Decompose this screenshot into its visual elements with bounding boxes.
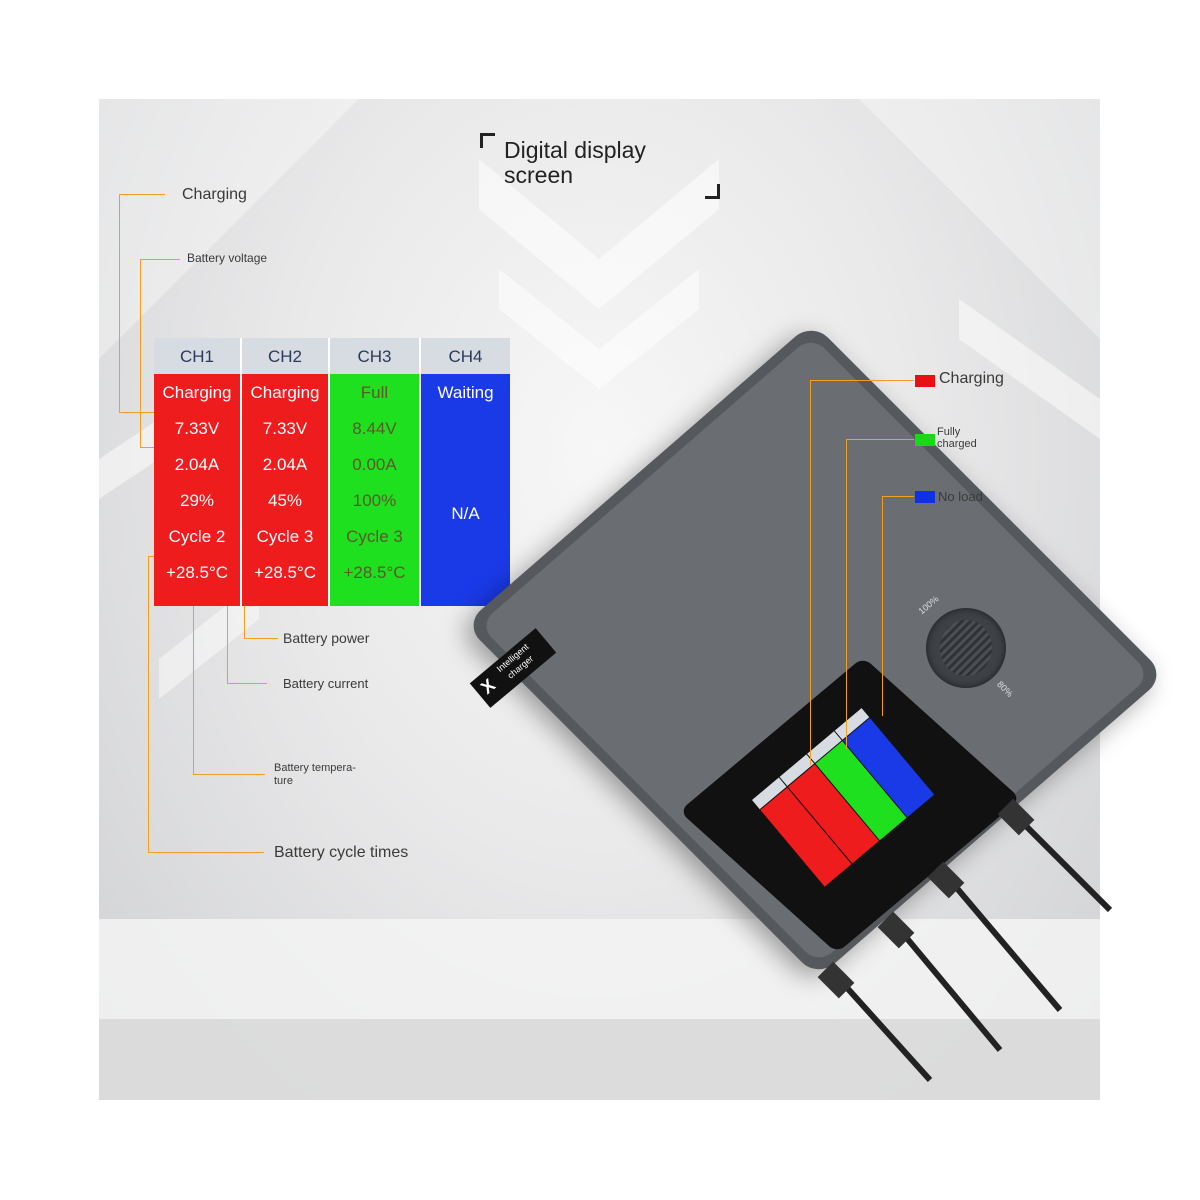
label-battery-current: Battery current (283, 676, 369, 691)
ch2-current: 2.04A (262, 455, 308, 474)
ch1-cycle: Cycle 2 (168, 527, 226, 546)
ch4-status: Waiting (437, 383, 494, 402)
leader-temp-v (193, 598, 194, 774)
ch2-power: 45% (267, 491, 303, 510)
ch3-temperature: +28.5°C (343, 563, 406, 582)
display-table: CH1 CH2 CH3 CH4 Charging 7.33V 2.04A 29%… (154, 338, 510, 606)
header-ch1: CH1 (154, 338, 242, 374)
ch3-current: 0.00A (352, 455, 397, 474)
leader-charging-end (119, 412, 159, 413)
legend-blue-square (915, 491, 935, 503)
ch3-cycle: Cycle 3 (346, 527, 403, 546)
bracket-bottom-right (705, 184, 720, 199)
header-ch2: CH2 (242, 338, 330, 374)
leader-right-charging-h (810, 380, 914, 381)
leader-right-noload-h (882, 496, 914, 497)
mini-header-ch3 (807, 731, 842, 763)
bracket-top-left (480, 133, 495, 148)
ch1-current: 2.04A (174, 455, 220, 474)
ch2-cycle: Cycle 3 (256, 527, 314, 546)
leader-charging-v (119, 194, 120, 412)
title-line-2: screen (504, 162, 574, 188)
leader-cycle-end (148, 852, 264, 853)
mini-col-ch4 (843, 718, 935, 818)
ch3-power: 100% (352, 491, 397, 510)
column-ch1: Charging 7.33V 2.04A 29% Cycle 2 +28.5°C (154, 374, 242, 606)
brand-logo-icon: X (476, 674, 500, 698)
leader-right-full-h (846, 439, 914, 440)
mini-col-ch1 (760, 787, 852, 887)
ch4-value: N/A (451, 504, 480, 523)
ch2-voltage: 7.33V (262, 419, 308, 438)
ch3-voltage: 8.44V (352, 419, 397, 438)
leader-cycle-v (148, 556, 149, 852)
dial-grip-icon (940, 620, 992, 676)
label-battery-power: Battery power (283, 630, 370, 646)
mini-header-ch1 (752, 777, 787, 810)
dial-knob[interactable] (926, 608, 1006, 688)
label-charging: Charging (182, 186, 247, 203)
mini-header-ch2 (779, 754, 815, 787)
legend-charging: Charging (939, 370, 1004, 387)
legend-no-load: No load (938, 489, 983, 504)
ch2-temperature: +28.5°C (253, 563, 317, 582)
leader-voltage-h (140, 259, 180, 260)
label-battery-cycle-times: Battery cycle times (274, 844, 409, 861)
background-pattern (99, 99, 1100, 1100)
legend-fully-1: Fully (937, 426, 961, 438)
column-ch4: Waiting N/A (421, 374, 510, 606)
legend-red-square (915, 375, 935, 387)
legend-fully-2: charged (937, 438, 977, 450)
leader-power-end (244, 638, 278, 639)
mini-col-ch2 (787, 764, 880, 864)
title-line-1: Digital display (504, 137, 646, 163)
header-ch3: CH3 (330, 338, 421, 374)
leader-right-full-v (846, 439, 847, 749)
label-battery-temperature-2: ture (274, 775, 293, 787)
label-battery-temperature-1: Battery tempera- (274, 762, 356, 774)
leader-right-noload-v (882, 496, 883, 716)
cables (817, 798, 1113, 1083)
leader-right-charging-v (810, 380, 811, 765)
leader-current-end (227, 683, 267, 684)
leader-charging-h (119, 194, 165, 195)
ch1-power: 29% (179, 491, 215, 510)
ch1-status: Charging (162, 383, 232, 402)
leader-temp-end (193, 774, 265, 775)
ch2-status: Charging (250, 383, 320, 402)
column-ch2: Charging 7.33V 2.04A 45% Cycle 3 +28.5°C (242, 374, 330, 606)
device-mini-display (752, 708, 935, 887)
ch1-temperature: +28.5°C (165, 563, 229, 582)
mini-header-ch4 (834, 708, 870, 740)
header-ch4: CH4 (421, 338, 510, 374)
leader-voltage-v (140, 259, 141, 447)
mini-col-ch3 (815, 741, 907, 841)
column-ch3: Full 8.44V 0.00A 100% Cycle 3 +28.5°C (330, 374, 421, 606)
ch1-voltage: 7.33V (174, 419, 220, 438)
ch3-status: Full (360, 383, 389, 402)
label-battery-voltage: Battery voltage (187, 251, 268, 265)
legend-green-square (915, 434, 935, 446)
